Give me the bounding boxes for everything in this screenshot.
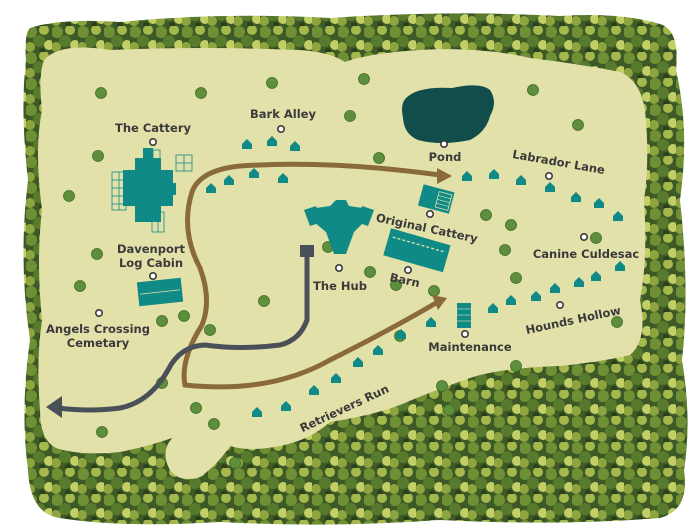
hub-marker-icon [334, 263, 343, 272]
clearing [38, 47, 648, 480]
house-icon [224, 175, 234, 185]
davenport-marker-icon [149, 271, 158, 280]
house-icon [290, 141, 300, 151]
davenport-log-cabin-building [136, 277, 184, 307]
location-markers [95, 125, 588, 338]
the-cattery-building [111, 148, 193, 233]
label-bark-alley: Bark Alley [250, 107, 316, 121]
house-icon [545, 182, 555, 192]
house-icon [331, 373, 341, 383]
label-the-hub: The Hub [313, 279, 367, 293]
house-icon [396, 329, 406, 339]
house-icon [309, 385, 319, 395]
house-icon [531, 291, 541, 301]
hounds-hollow-marker-icon [555, 300, 564, 309]
house-icon [278, 173, 288, 183]
house-icon [252, 407, 262, 417]
original-cattery-building [417, 184, 455, 214]
house-icon [550, 283, 560, 293]
barn-marker-icon [403, 265, 412, 274]
house-icon [615, 261, 625, 271]
original-cattery-marker-icon [425, 210, 434, 219]
label-canine-culdesac: Canine Culdesac [533, 247, 640, 261]
house-icon [516, 175, 526, 185]
label-pond: Pond [429, 150, 462, 164]
house-icon [242, 139, 252, 149]
house-icon [591, 271, 601, 281]
house-icon [574, 277, 584, 287]
canine-culdesac-marker-icon [579, 233, 588, 242]
house-icon [488, 303, 498, 313]
house-icon [281, 401, 291, 411]
label-maintenance: Maintenance [428, 340, 512, 354]
maintenance-building [457, 303, 471, 328]
brown-road-loop [181, 161, 452, 390]
cattery-marker-icon [149, 138, 158, 147]
house-icon [373, 345, 383, 355]
label-davenport-line1: Davenport [117, 242, 186, 256]
pond [402, 85, 494, 143]
house-icon [613, 211, 623, 221]
label-barn: Barn [389, 270, 422, 290]
labrador-lane-marker-icon [544, 172, 553, 181]
house-icon [353, 357, 363, 367]
house-icon [206, 183, 216, 193]
house-icon [594, 198, 604, 208]
pond-marker-icon [439, 140, 448, 149]
house-icon [462, 171, 472, 181]
angels-crossing-marker-icon [95, 308, 104, 317]
house-icon [489, 169, 499, 179]
label-the-cattery: The Cattery [115, 121, 192, 135]
label-angels-line1: Angels Crossing [46, 322, 150, 336]
house-icon [571, 192, 581, 202]
houses [206, 136, 625, 417]
house-icon [249, 168, 259, 178]
the-hub-building [304, 200, 374, 254]
gray-road [46, 245, 314, 418]
label-davenport-line2: Log Cabin [119, 256, 183, 270]
label-angels-line2: Cemetary [67, 336, 130, 350]
barn-building [383, 228, 451, 273]
maintenance-marker-icon [460, 329, 469, 338]
house-icon [426, 317, 436, 327]
house-icon [506, 295, 516, 305]
bark-alley-marker-icon [276, 125, 285, 134]
house-icon [267, 136, 277, 146]
